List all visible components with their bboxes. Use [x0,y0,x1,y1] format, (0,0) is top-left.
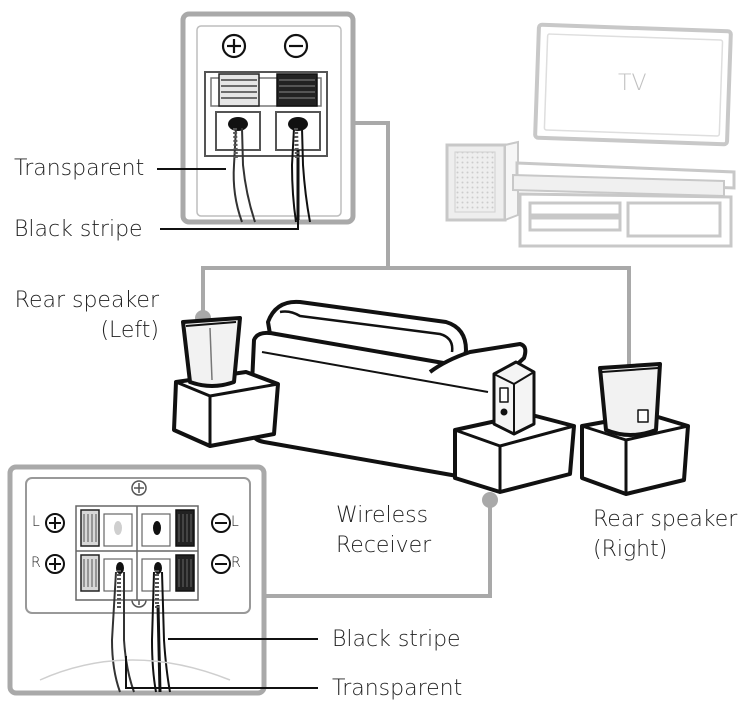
leader-black-stripe-top [160,219,299,230]
channel-r-right: R [231,555,241,571]
channel-r-left: R [31,555,41,571]
clip-r-minus [175,554,195,592]
channel-l-left: L [32,514,40,530]
minus-clip [276,73,318,107]
minus-symbol-icon [283,33,309,59]
r-minus-icon [211,554,231,574]
r-plus-icon [45,554,65,574]
label-black-stripe-bottom: Black stripe [332,627,461,652]
clip-r-plus [80,554,100,592]
label-transparent-top: Transparent [14,156,145,181]
sofa-illustration [248,299,528,482]
top-terminal-panel [180,11,356,225]
clip-l-plus [80,509,100,547]
label-wireless-line1: Wireless [336,503,429,528]
rear-speaker-left [172,316,280,448]
rear-speaker-right [580,362,690,496]
label-wireless-line2: Receiver [336,533,432,558]
bottom-terminal-panel [7,464,267,696]
channel-l-right: L [231,514,239,530]
connection-lines [201,121,631,598]
label-rear-left-line2: (Left) [100,318,159,343]
connector-dot-receiver [482,492,498,508]
plus-clip [218,73,260,107]
l-minus-icon [211,513,231,533]
leader-transparent-bottom [125,656,318,689]
label-transparent-bottom: Transparent [332,676,463,701]
wireless-receiver-block [453,360,576,494]
soundbar-illustration [512,173,725,198]
subwoofer-illustration [445,140,519,222]
tv-illustration [533,22,733,147]
label-rear-right-line2: (Right) [593,537,668,562]
top-wire-transparent [232,127,256,223]
l-plus-icon [45,513,65,533]
screw-top-icon [131,480,147,496]
label-rear-left-line1: Rear speaker [14,288,159,313]
plus-symbol-icon [221,33,247,59]
clip-l-minus [175,509,195,547]
tv-label: TV [618,71,647,96]
label-rear-right-line1: Rear speaker [593,507,738,532]
label-black-stripe-top: Black stripe [14,217,143,242]
top-wire-black-stripe [290,127,311,223]
